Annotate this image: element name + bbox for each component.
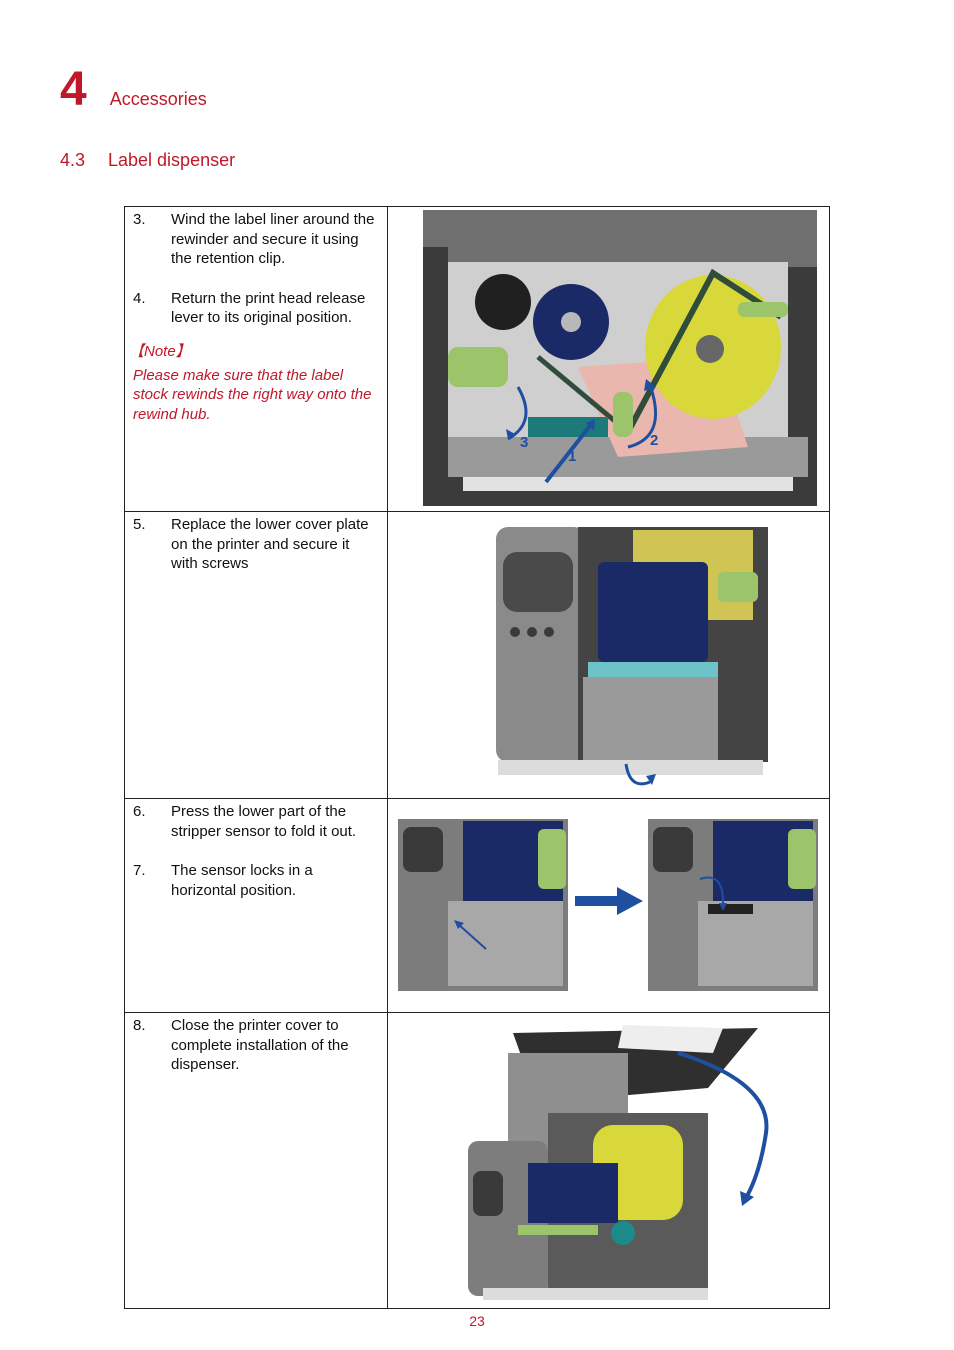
section-heading: 4.3 Label dispenser — [60, 150, 235, 171]
close-arrowhead — [740, 1191, 754, 1206]
chapter-number: 4 — [60, 63, 87, 116]
button-led — [527, 627, 537, 637]
display-window — [403, 827, 443, 872]
transition-arrow-shaft — [575, 896, 620, 906]
step-text: Wind the label liner around the rewinder… — [171, 211, 375, 268]
printer-rewinder-illustration: 3 1 2 — [423, 210, 817, 506]
arrowhead-3 — [506, 429, 515, 439]
arrowhead-1 — [586, 419, 595, 431]
print-line — [588, 662, 718, 677]
step-item: 7. The sensor locks in a horizontal posi… — [133, 861, 379, 900]
step-number: 5. — [133, 516, 146, 533]
screw-arrow — [624, 763, 651, 786]
chapter-title: Accessories — [109, 89, 207, 109]
step-item: 8. Close the printer cover to complete i… — [133, 1016, 379, 1075]
arrow-3 — [507, 386, 528, 441]
arrowhead-2 — [644, 379, 656, 391]
table-row: 3. Wind the label liner around the rewin… — [124, 206, 830, 512]
chapter-heading: 4 Accessories — [60, 66, 207, 114]
instruction-table: 3. Wind the label liner around the rewin… — [124, 206, 830, 1309]
press-arrowhead — [454, 920, 464, 929]
ribbon-supply-roll — [475, 274, 531, 330]
green-hub — [718, 572, 758, 602]
printer-top — [423, 210, 817, 267]
section-title: Label dispenser — [108, 150, 236, 170]
close-cover-illustration — [468, 1025, 769, 1300]
callout-1: 1 — [568, 448, 576, 465]
step-number: 7. — [133, 862, 146, 880]
printer-foot — [463, 477, 793, 491]
display-window — [503, 552, 573, 612]
green-hub — [538, 829, 566, 889]
instruction-cell: 3. Wind the label liner around the rewin… — [124, 206, 388, 512]
table-row: 8. Close the printer cover to complete i… — [124, 1012, 830, 1309]
step-item: 5. Replace the lower cover plate on the … — [133, 515, 379, 574]
cover-window — [618, 1025, 723, 1053]
close-arrow — [677, 1051, 769, 1199]
printer-base — [498, 760, 763, 775]
step-text: Replace the lower cover plate on the pri… — [171, 516, 369, 573]
label-roll-hub — [696, 335, 724, 363]
rewinder-roller — [613, 392, 633, 437]
instruction-cell: 5. Replace the lower cover plate on the … — [124, 511, 388, 799]
dispenser-plate — [528, 417, 608, 437]
stripper-sensor-illustration — [398, 819, 818, 991]
step-text: Close the printer cover to complete inst… — [171, 1017, 349, 1074]
display-window — [653, 827, 693, 872]
step-item: 3. Wind the label liner around the rewin… — [133, 210, 379, 269]
ribbon-hub — [561, 312, 581, 332]
illustration-cell — [387, 798, 830, 1013]
instruction-cell: 6. Press the lower part of the stripper … — [124, 798, 388, 1013]
table-row: 5. Replace the lower cover plate on the … — [124, 511, 830, 799]
display-window — [473, 1171, 503, 1216]
green-hub — [788, 829, 816, 889]
screw-arrowhead — [646, 774, 656, 785]
illustration-cell: 3 1 2 — [387, 206, 830, 512]
retention-clip — [738, 302, 788, 317]
note-text: Please make sure that the label stock re… — [133, 366, 372, 423]
arrow-2 — [627, 384, 658, 449]
step-number: 4. — [133, 289, 146, 307]
step-item: 4. Return the print head release lever t… — [133, 289, 379, 328]
illustration-cell — [387, 1012, 830, 1309]
lower-cover — [698, 901, 813, 986]
fold-arrowhead — [719, 903, 727, 911]
rewinder-hub — [611, 1221, 635, 1245]
illustration-cell — [387, 511, 830, 799]
step-text: The sensor locks in a horizontal positio… — [171, 862, 313, 899]
button-led — [510, 627, 520, 637]
green-bar — [518, 1225, 598, 1235]
button-led — [544, 627, 554, 637]
lower-cover — [448, 901, 563, 986]
ribbon-roll — [598, 562, 708, 662]
fold-arrow — [699, 876, 725, 906]
printer-lower-cover-illustration — [496, 527, 768, 786]
page-number: 23 — [469, 1313, 485, 1329]
step-number: 3. — [133, 211, 146, 228]
step-number: 8. — [133, 1017, 146, 1034]
table-row: 6. Press the lower part of the stripper … — [124, 798, 830, 1013]
ribbon-roll — [528, 1163, 618, 1223]
instruction-cell: 8. Close the printer cover to complete i… — [124, 1012, 388, 1309]
section-number: 4.3 — [60, 150, 86, 170]
step-number: 6. — [133, 803, 146, 820]
note-title: 【Note】 — [129, 342, 191, 360]
step-text: Return the print head release lever to i… — [171, 289, 366, 327]
step-text: Press the lower part of the stripper sen… — [171, 803, 357, 840]
press-arrow — [457, 923, 487, 950]
arrow-1 — [544, 420, 595, 484]
callout-2: 2 — [650, 432, 658, 449]
callout-3: 3 — [520, 434, 528, 451]
step-item: 6. Press the lower part of the stripper … — [133, 802, 379, 841]
print-head-lever — [448, 347, 508, 387]
lower-cover-plate — [583, 677, 718, 762]
stripper-sensor — [708, 904, 753, 914]
transition-arrowhead — [617, 887, 643, 915]
printer-base — [483, 1288, 708, 1300]
